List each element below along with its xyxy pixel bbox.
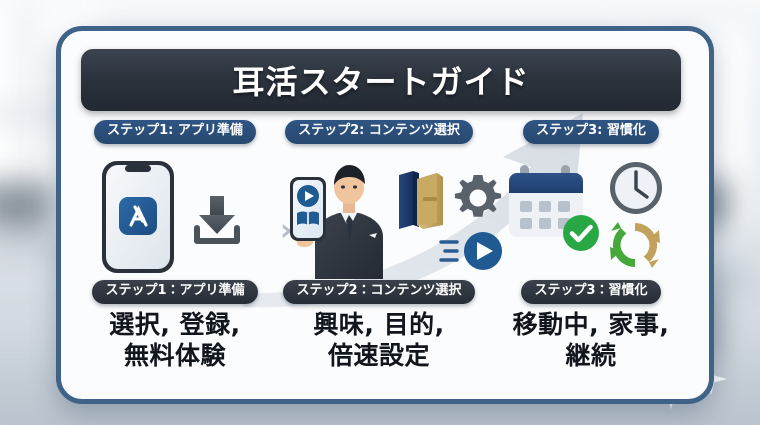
fast-forward-play-icon — [439, 232, 502, 270]
smartphone-appstore-icon — [102, 161, 174, 273]
step-2-top-badge: ステップ2: コンテンツ選択 — [285, 120, 473, 144]
step-1-icons — [75, 151, 275, 279]
background-mullion-1 — [24, 10, 31, 250]
step-3-bottom-badge-row: ステップ3：習慣化 — [491, 279, 691, 305]
title-banner: 耳活スタートガイド — [81, 49, 681, 111]
step-2-bottom-badge: ステップ2：コンテンツ選択 — [283, 280, 475, 304]
step-2-bottom-badge-row: ステップ2：コンテンツ選択 — [279, 279, 479, 305]
step-1-caption-line1: 選択, 登録, — [109, 310, 241, 339]
step-column-2: ステップ2: コンテンツ選択 — [279, 119, 502, 371]
businessman-holding-phone-illustration — [290, 165, 383, 279]
background-monitor-left — [0, 182, 52, 230]
download-tray-icon — [194, 196, 240, 244]
step-3-caption-line2: 継続 — [565, 340, 617, 370]
step-2-caption-line2: 倍速設定 — [327, 340, 430, 370]
step-1-top-badge: ステップ1: アプリ準備 — [94, 120, 256, 144]
step-1-caption: 選択, 登録, 無料体験 — [75, 310, 275, 371]
guide-card: 耳活スタートガイド › › ステップ1: アプリ準備 — [56, 26, 714, 404]
background-mullion-2 — [0, 110, 100, 117]
step-3-bottom-badge: ステップ3：習慣化 — [521, 280, 661, 304]
clock-icon — [610, 162, 662, 214]
chevron-right-icon-1: › — [280, 213, 293, 248]
step-column-3: ステップ3: 習慣化 — [491, 119, 691, 371]
step-3-caption: 移動中, 家事, 継続 — [491, 310, 691, 371]
step-2-caption-line1: 興味, 目的, — [313, 310, 445, 339]
step-1-bottom-badge: ステップ1：アプリ準備 — [92, 280, 258, 304]
calendar-icon — [509, 165, 583, 237]
step-1-bottom-badge-row: ステップ1：アプリ準備 — [75, 279, 275, 305]
step-3-caption-line1: 移動中, 家事, — [512, 310, 670, 339]
gear-icon — [454, 175, 502, 217]
background-ceiling — [0, 0, 760, 30]
step-1-caption-line2: 無料体験 — [123, 340, 226, 370]
step-2-caption: 興味, 目的, 倍速設定 — [279, 310, 479, 371]
step-column-1: ステップ1: アプリ準備 — [75, 119, 275, 371]
step-2-icons — [279, 151, 502, 279]
steps-row: ステップ1: アプリ準備 — [61, 119, 699, 389]
books-icon — [399, 171, 443, 229]
step-3-top-badge: ステップ3: 習慣化 — [523, 120, 659, 144]
page-title: 耳活スタートガイド — [232, 63, 530, 101]
check-circle-icon — [563, 215, 599, 251]
step-3-icons — [491, 151, 691, 279]
refresh-cycle-icon — [610, 222, 660, 268]
